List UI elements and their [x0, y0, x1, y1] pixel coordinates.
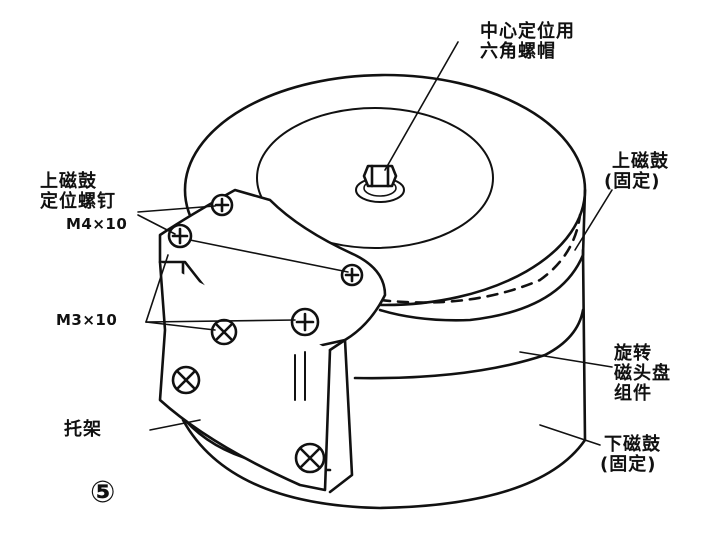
label-rotating-1: 旋转	[614, 343, 652, 364]
drum-seam-dashed	[378, 213, 582, 304]
leader-lines	[137, 41, 613, 446]
screw-m4-top	[210, 193, 234, 217]
center-hex-nut	[355, 164, 405, 203]
label-bracket: 托架	[64, 419, 102, 440]
label-rotating-3: 组件	[614, 383, 652, 404]
bracket-slot	[294, 351, 306, 401]
label-hex-nut-2: 六角螺帽	[480, 41, 556, 62]
label-upper-drum-1: 上磁鼓	[612, 151, 669, 172]
screw-m3-center	[290, 307, 320, 337]
bracket-leg-edge	[328, 338, 354, 494]
label-hex-nut-1: 中心定位用	[480, 21, 575, 42]
screw-m4-left	[167, 223, 193, 249]
label-rotating-2: 磁头盘	[614, 363, 671, 384]
label-upper-screw-2: 定位螺钉	[40, 191, 116, 212]
label-upper-drum-2: (固定)	[604, 171, 661, 192]
label-m4: M4×10	[66, 215, 128, 233]
lower-drum-body	[181, 233, 587, 510]
screw-bracket-leg-upper	[171, 365, 201, 395]
screw-m4-right	[340, 263, 364, 287]
label-upper-screw-1: 上磁鼓	[40, 171, 97, 192]
upper-drum-side	[378, 188, 587, 322]
label-lower-drum-2: (固定)	[600, 454, 657, 475]
screw-bracket-leg-lower	[294, 442, 326, 474]
figure-number: ⑤	[90, 475, 117, 510]
label-lower-drum-1: 下磁鼓	[604, 434, 661, 455]
rotating-disk-edge	[353, 308, 585, 380]
screw-m3-left	[210, 318, 238, 346]
bracket-vertical-leg	[158, 260, 332, 492]
label-m3: M3×10	[56, 311, 118, 329]
upper-drum-inner-circle	[256, 107, 494, 249]
